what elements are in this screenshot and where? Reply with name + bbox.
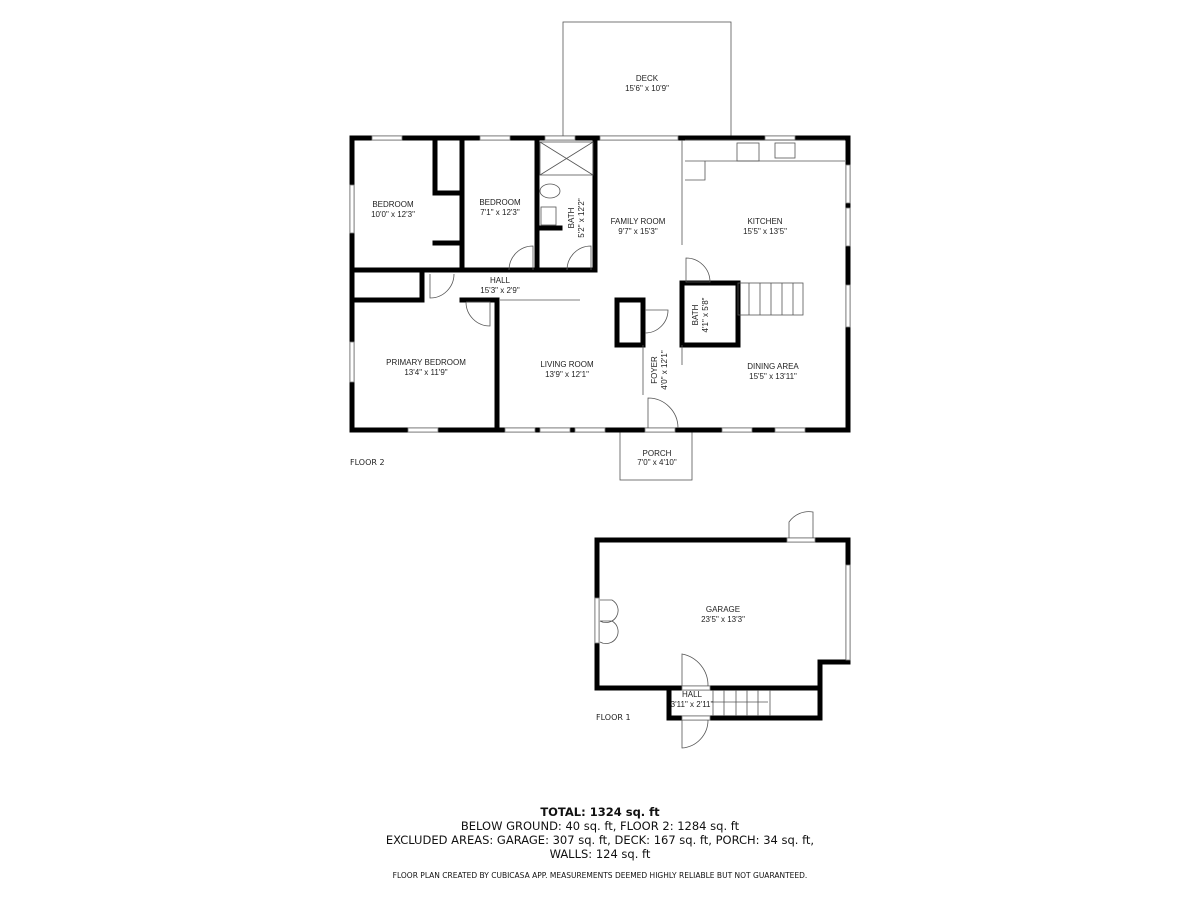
bedroom2-dims: 7'1" x 12'3" (480, 208, 520, 217)
exterior-wall (349, 135, 851, 433)
garage-hall-name: HALL (682, 690, 703, 699)
kitchen-dims: 15'5" x 13'5" (743, 227, 787, 236)
dining-area-name: DINING AREA (747, 362, 799, 371)
area-line-2: EXCLUDED AREAS: GARAGE: 307 sq. ft, DECK… (385, 833, 815, 847)
disclaimer: FLOOR PLAN CREATED BY CUBICASA APP. MEAS… (392, 871, 808, 880)
garage-name: GARAGE (706, 605, 740, 614)
dining-area-dims: 15'5" x 13'11" (749, 372, 797, 381)
area-line-1: BELOW GROUND: 40 sq. ft, FLOOR 2: 1284 s… (460, 819, 740, 833)
deck-name: DECK (636, 74, 659, 83)
fixtures (429, 139, 845, 429)
area-summary: TOTAL: 1324 sq. ft BELOW GROUND: 40 sq. … (0, 805, 1200, 861)
porch-dims: 7'0" x 4'10" (637, 458, 677, 467)
kitchen-name: KITCHEN (747, 217, 782, 226)
hall-dims: 15'3" x 2'9" (480, 286, 520, 295)
floor-1-label: FLOOR 1 (596, 713, 631, 722)
bath2-dims: 4'1" x 5'8" (701, 297, 710, 332)
porch-name: PORCH (643, 449, 672, 458)
bath1-dims: 5'2" x 12'2" (577, 198, 586, 238)
hall-name: HALL (490, 276, 511, 285)
interior-walls (349, 135, 741, 433)
garage-hall-dims: 3'11" x 2'11" (671, 700, 714, 709)
garage-fixtures (599, 511, 814, 749)
family-room-name: FAMILY ROOM (611, 217, 666, 226)
garage-wall (594, 537, 851, 721)
floor-2-label: FLOOR 2 (350, 458, 385, 467)
living-room-name: LIVING ROOM (540, 360, 594, 369)
bath2-name: BATH (691, 304, 700, 325)
area-line-3: WALLS: 124 sq. ft (549, 847, 651, 861)
garage-dims: 23'5" x 13'3" (701, 615, 745, 624)
primary-bedroom-dims: 13'4" x 11'9" (404, 368, 447, 377)
floor-2-plan: DECK 15'6" x 10'9" BEDROOM 10'0" x 12'3"… (349, 21, 851, 481)
floor-1-plan: GARAGE 23'5" x 13'3" HALL 3'11" x 2'11" … (594, 511, 851, 749)
bath1-name: BATH (567, 207, 576, 228)
room-labels-floor-2: DECK 15'6" x 10'9" BEDROOM 10'0" x 12'3"… (350, 74, 799, 467)
primary-bedroom-name: PRIMARY BEDROOM (386, 358, 466, 367)
bedroom1-dims: 10'0" x 12'3" (371, 210, 415, 219)
deck-dims: 15'6" x 10'9" (625, 84, 669, 93)
bedroom1-name: BEDROOM (372, 200, 414, 209)
foyer-name: FOYER (650, 356, 659, 384)
foyer-dims: 4'0" x 12'1" (660, 350, 669, 390)
windows (349, 135, 851, 433)
bedroom2-name: BEDROOM (479, 198, 521, 207)
total-area: TOTAL: 1324 sq. ft (540, 805, 660, 819)
living-room-dims: 13'9" x 12'1" (545, 370, 589, 379)
family-room-dims: 9'7" x 15'3" (618, 227, 658, 236)
